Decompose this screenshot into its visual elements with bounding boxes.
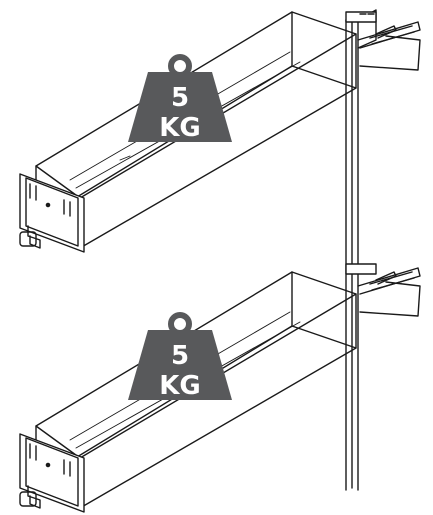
- weight-icon-top: 5 KG: [128, 54, 232, 143]
- weight-unit-top: KG: [159, 113, 201, 143]
- weight-value-top: 5: [171, 83, 189, 113]
- weight-value-bottom: 5: [171, 341, 189, 371]
- bottom-basket: [19, 271, 357, 513]
- vertical-frame-post: [345, 9, 377, 491]
- weight-icon-bottom: 5 KG: [128, 312, 232, 401]
- weight-unit-bottom: KG: [159, 371, 201, 401]
- top-runner-rails: [357, 21, 421, 71]
- top-basket: [19, 11, 357, 253]
- bottom-runner-rails: [345, 263, 421, 317]
